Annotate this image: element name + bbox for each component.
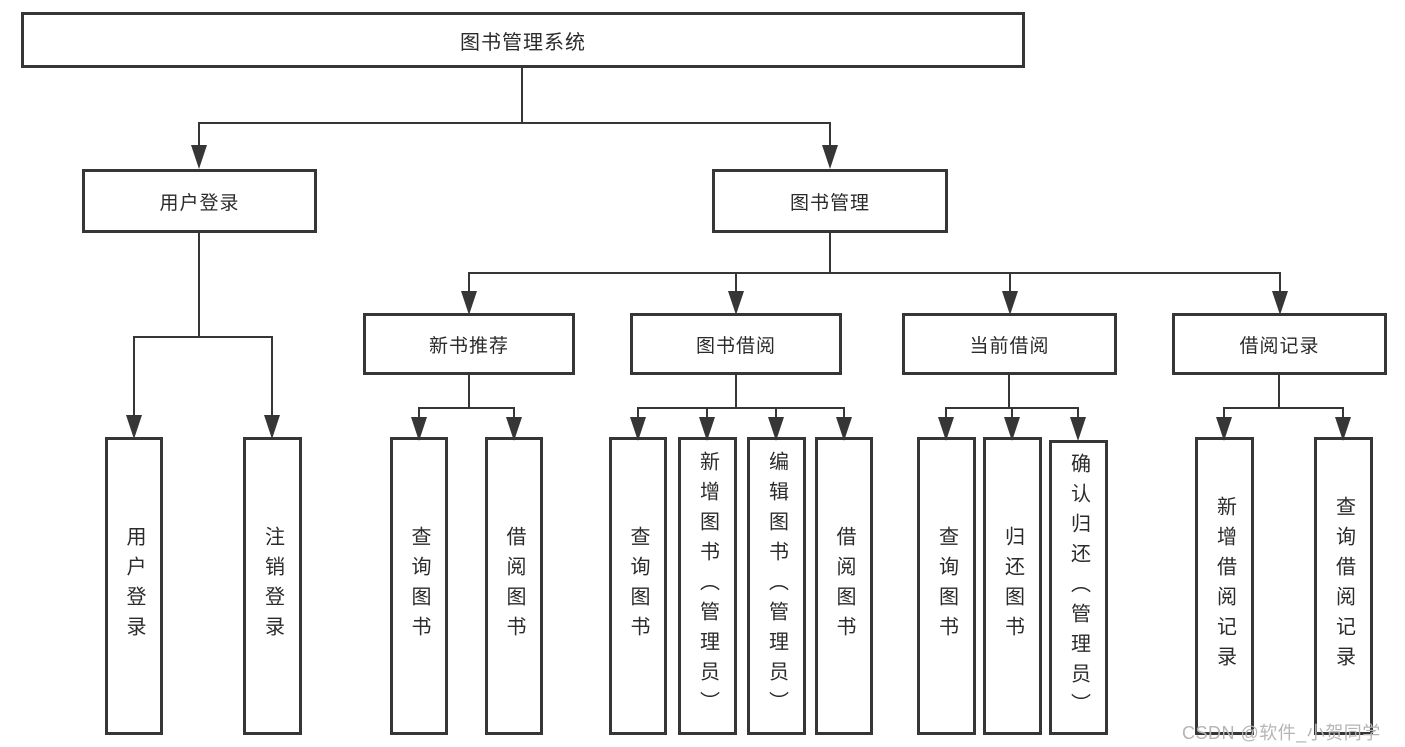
arrowhead-icon xyxy=(768,417,784,441)
connector-userlogin-bar xyxy=(133,336,273,338)
leaf-label: 确认归还（管理员） xyxy=(1067,452,1090,723)
connector-drop xyxy=(637,407,639,418)
leaf-user-login: 用户登录 xyxy=(105,437,163,735)
connector-drop xyxy=(829,122,831,148)
arrowhead-icon xyxy=(1335,417,1351,441)
node-label: 当前借阅 xyxy=(969,335,1050,357)
node-label: 图书借阅 xyxy=(695,335,776,357)
connector-recommend-stem xyxy=(468,375,470,407)
leaf-label: 查询图书 xyxy=(408,526,430,646)
arrowhead-icon xyxy=(1070,417,1086,441)
arrowhead-icon xyxy=(699,417,715,441)
leaf-return-books: 归还图书 xyxy=(983,437,1042,735)
leaf-label: 借阅图书 xyxy=(833,526,855,646)
leaf-edit-books-admin: 编辑图书（管理员） xyxy=(747,437,806,735)
leaf-label: 新增图书（管理员） xyxy=(696,451,719,721)
leaf-query-books-current: 查询图书 xyxy=(917,437,976,735)
leaf-confirm-return-admin: 确认归还（管理员） xyxy=(1049,440,1108,735)
connector-drop xyxy=(271,336,273,416)
leaf-borrow-books-recommend: 借阅图书 xyxy=(485,437,543,735)
connector-drop xyxy=(468,272,470,292)
connector-current-stem xyxy=(1008,375,1010,407)
connector-drop xyxy=(1009,272,1011,292)
connector-drop xyxy=(1223,407,1225,418)
leaf-label: 新增借阅记录 xyxy=(1213,496,1236,676)
connector-borrowing-stem xyxy=(735,375,737,407)
leaf-label: 查询图书 xyxy=(627,526,649,646)
connector-drop xyxy=(418,407,420,418)
leaf-add-borrow-record: 新增借阅记录 xyxy=(1195,437,1254,735)
connector-recommend-bar xyxy=(418,407,515,409)
arrowhead-icon xyxy=(728,291,744,315)
node-label: 新书推荐 xyxy=(428,335,509,357)
node-label: 图书管理系统 xyxy=(460,31,586,54)
arrowhead-icon xyxy=(1272,291,1288,315)
arrowhead-icon xyxy=(1216,417,1232,441)
connector-drop xyxy=(1077,407,1079,418)
arrowhead-icon xyxy=(1004,417,1020,441)
arrowhead-icon xyxy=(938,417,954,441)
node-user-login: 用户登录 xyxy=(82,169,317,233)
leaf-label: 归还图书 xyxy=(1001,526,1024,646)
leaf-label: 查询图书 xyxy=(935,526,958,646)
connector-drop xyxy=(1011,407,1013,418)
arrowhead-icon xyxy=(506,417,522,441)
connector-records-stem xyxy=(1278,375,1280,407)
connector-root-bar xyxy=(198,122,831,124)
node-label: 用户登录 xyxy=(159,192,240,214)
arrowhead-icon xyxy=(461,291,477,315)
node-book-borrowing: 图书借阅 xyxy=(630,313,842,375)
arrowhead-icon xyxy=(836,417,852,441)
node-current-borrowing: 当前借阅 xyxy=(902,313,1117,375)
arrowhead-icon xyxy=(191,145,207,169)
leaf-label: 编辑图书（管理员） xyxy=(765,451,788,721)
arrowhead-icon xyxy=(126,415,142,439)
csdn-watermark: CSDN @软件_小贺同学 xyxy=(1182,723,1381,743)
leaf-query-books-borrowing: 查询图书 xyxy=(609,437,667,735)
connector-drop xyxy=(706,407,708,418)
node-label: 图书管理 xyxy=(789,192,870,214)
node-label: 借阅记录 xyxy=(1239,335,1320,357)
leaf-add-books-admin: 新增图书（管理员） xyxy=(678,437,737,735)
connector-borrowing-bar xyxy=(637,407,845,409)
arrowhead-icon xyxy=(822,145,838,169)
arrowhead-icon xyxy=(1002,291,1018,315)
connector-drop xyxy=(945,407,947,418)
leaf-label: 借阅图书 xyxy=(503,526,525,646)
leaf-label: 用户登录 xyxy=(123,526,145,646)
node-borrowing-records: 借阅记录 xyxy=(1172,313,1387,375)
leaf-logout: 注销登录 xyxy=(243,437,302,735)
connector-drop xyxy=(198,122,200,148)
connector-records-bar xyxy=(1223,407,1344,409)
leaf-label: 注销登录 xyxy=(261,526,284,646)
connector-root-stem xyxy=(521,68,523,122)
connector-bookmgmt-stem xyxy=(829,233,831,272)
connector-bookmgmt-bar xyxy=(468,272,1281,274)
connector-drop xyxy=(133,336,135,416)
node-root-system: 图书管理系统 xyxy=(21,12,1025,68)
connector-drop xyxy=(1342,407,1344,418)
connector-drop xyxy=(775,407,777,418)
connector-userlogin-stem xyxy=(198,233,200,336)
connector-drop xyxy=(1279,272,1281,292)
connector-drop xyxy=(735,272,737,292)
leaf-borrow-books-borrowing: 借阅图书 xyxy=(815,437,873,735)
leaf-query-borrow-record: 查询借阅记录 xyxy=(1314,437,1373,735)
connector-drop xyxy=(513,407,515,418)
arrowhead-icon xyxy=(630,417,646,441)
node-new-book-recommend: 新书推荐 xyxy=(363,313,575,375)
node-book-management: 图书管理 xyxy=(712,169,948,233)
arrowhead-icon xyxy=(411,417,427,441)
leaf-query-books-recommend: 查询图书 xyxy=(390,437,448,735)
leaf-label: 查询借阅记录 xyxy=(1332,496,1355,676)
connector-drop xyxy=(843,407,845,418)
arrowhead-icon xyxy=(264,415,280,439)
